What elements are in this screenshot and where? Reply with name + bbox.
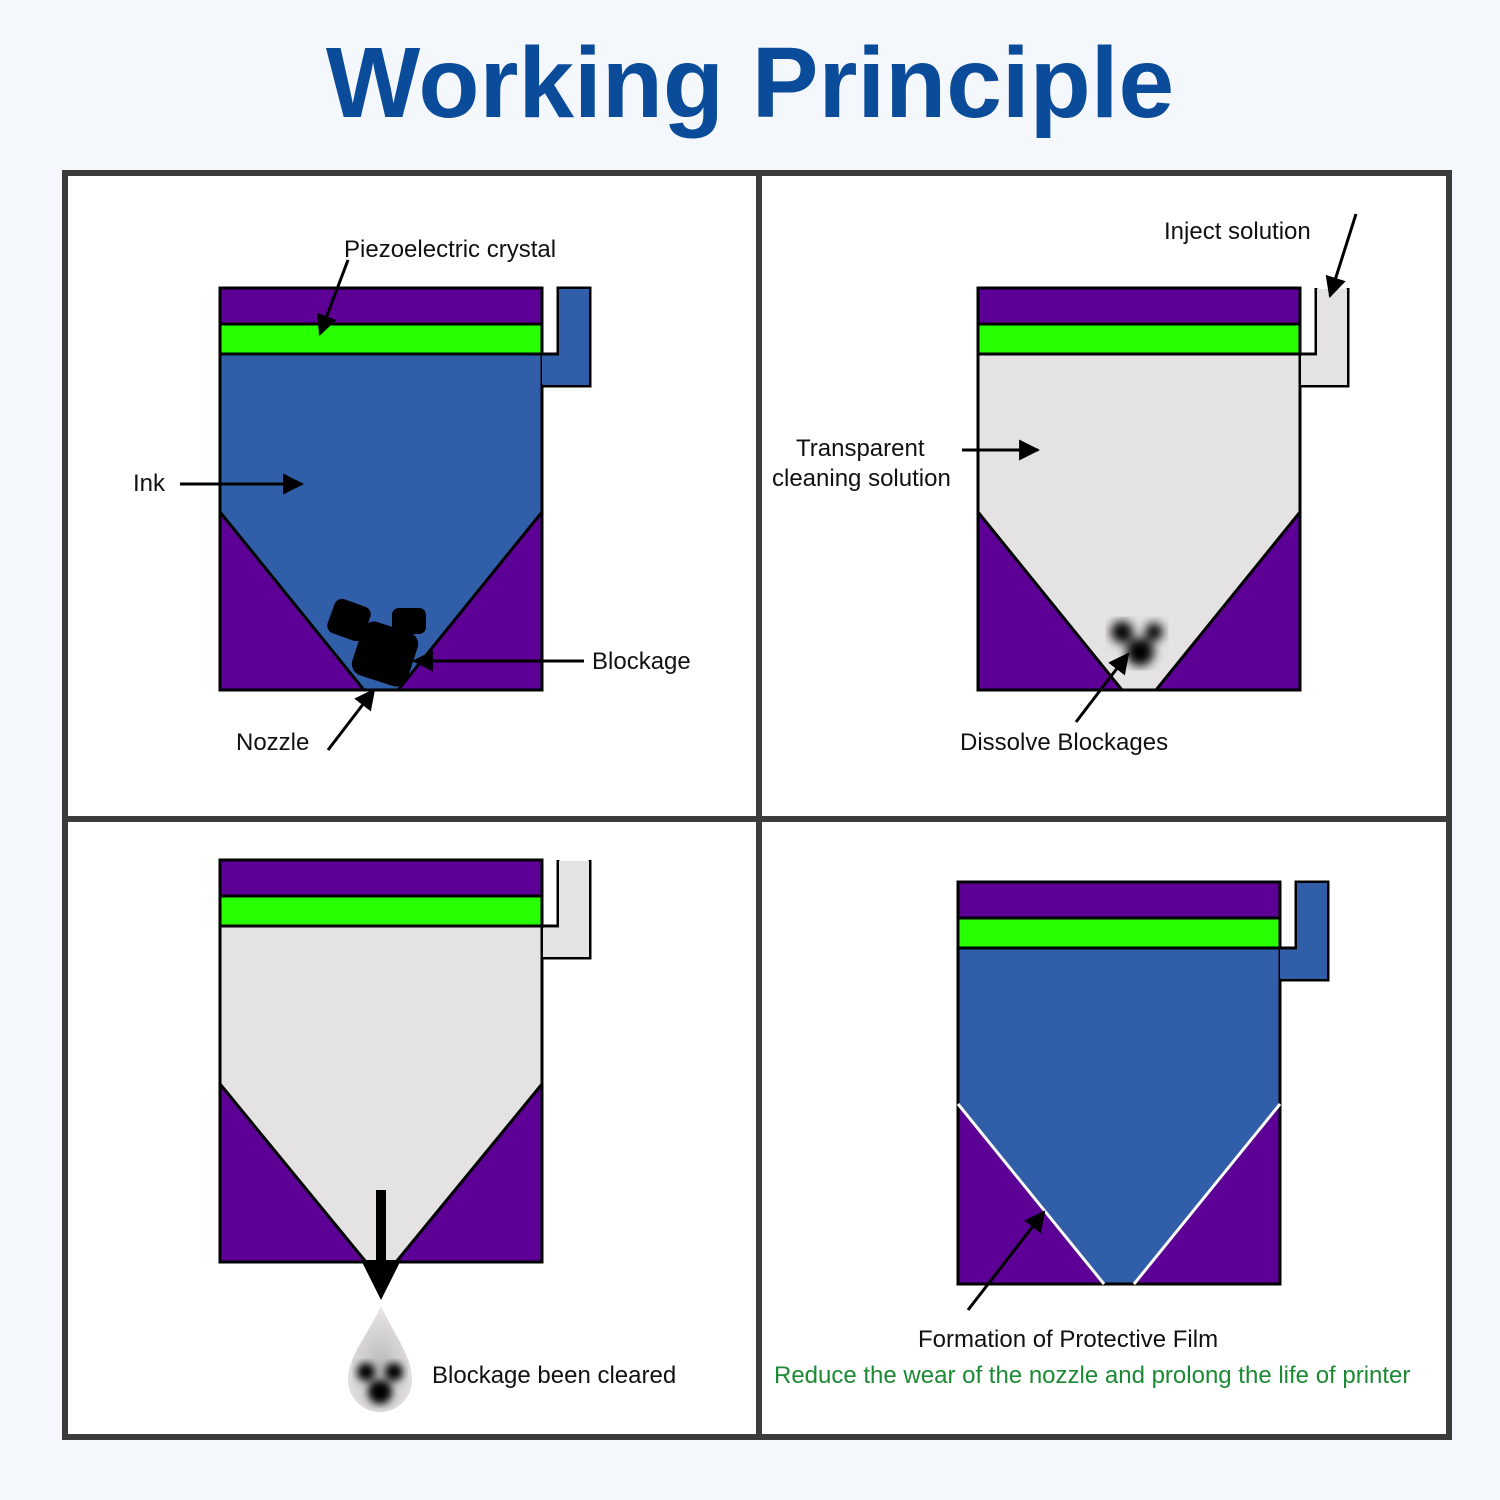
housing-right-wedge <box>392 1079 544 1264</box>
blockage-particle <box>327 598 371 642</box>
protective-film-right <box>1132 1103 1282 1285</box>
supply-tube-fill <box>543 356 589 385</box>
housing-left-wedge <box>218 1079 370 1264</box>
housing-top <box>976 286 1302 326</box>
label-inject-solution: Inject solution <box>1164 218 1311 245</box>
housing-right-wedge <box>1152 507 1302 692</box>
label-note: Reduce the wear of the nozzle and prolon… <box>774 1362 1410 1389</box>
inject-arrow <box>1325 213 1358 299</box>
supply-tube-fill-top <box>559 289 589 359</box>
supply-tube-fill <box>1301 356 1347 385</box>
label-blockage-cleared: Blockage been cleared <box>432 1362 676 1389</box>
protective-film-left <box>956 1103 1106 1285</box>
label-dissolve-blockages: Dissolve Blockages <box>960 729 1168 756</box>
panel-2-illustration: Inject solution Transparent cleaning sol… <box>772 213 1358 756</box>
panel-3-illustration: Blockage been cleared <box>218 858 676 1412</box>
piezoelectric-crystal <box>956 916 1282 950</box>
panel-inject-solution: Inject solution Transparent cleaning sol… <box>762 176 1446 816</box>
blockage-particle <box>392 608 426 634</box>
housing-left-wedge <box>976 507 1126 692</box>
supply-tube-fill <box>543 928 589 957</box>
dissolving-blockage <box>1111 621 1163 666</box>
diagram-grid: Piezoelectric crystal Ink Blockage Nozzl… <box>62 170 1452 1440</box>
film-arrow <box>966 1210 1046 1311</box>
ejected-droplet <box>348 1306 412 1412</box>
label-blockage: Blockage <box>592 648 691 675</box>
housing-right-wedge <box>394 507 544 692</box>
supply-tube <box>1298 288 1350 388</box>
panel-4-illustration: Formation of Protective Film Reduce the … <box>774 880 1410 1389</box>
supply-tube <box>540 860 592 960</box>
piezoelectric-crystal <box>218 322 544 356</box>
panel-protective-film: Formation of Protective Film Reduce the … <box>762 822 1446 1434</box>
panel-1-illustration: Piezoelectric crystal Ink Blockage Nozzl… <box>133 236 691 756</box>
supply-tube-fill-top <box>1317 289 1347 359</box>
supply-tube-fill-top <box>559 861 589 931</box>
housing-left-wedge <box>218 507 368 692</box>
label-cleaning-solution: cleaning solution <box>772 465 951 492</box>
piezoelectric-crystal <box>218 894 544 928</box>
label-ink: Ink <box>133 470 166 497</box>
housing-top <box>956 880 1282 920</box>
label-protective-film: Formation of Protective Film <box>918 1326 1218 1353</box>
piezoelectric-crystal <box>976 322 1302 356</box>
supply-tube-fill-top <box>1297 883 1327 953</box>
label-transparent: Transparent <box>796 435 925 462</box>
supply-tube-fill <box>1281 950 1327 979</box>
label-nozzle: Nozzle <box>236 729 309 756</box>
housing-top <box>218 286 544 326</box>
label-piezoelectric-crystal: Piezoelectric crystal <box>344 236 556 263</box>
crystal-arrow <box>316 259 350 336</box>
cleared-blockage <box>357 1363 403 1404</box>
housing-top <box>218 858 544 898</box>
page-title: Working Principle <box>325 27 1175 139</box>
nozzle-arrow <box>326 688 376 751</box>
panel-blockage-cleared: Blockage been cleared <box>68 822 756 1434</box>
panel-ink-with-blockage: Piezoelectric crystal Ink Blockage Nozzl… <box>68 176 756 816</box>
blockage-particle <box>351 621 419 687</box>
dissolve-arrow <box>1074 652 1130 723</box>
